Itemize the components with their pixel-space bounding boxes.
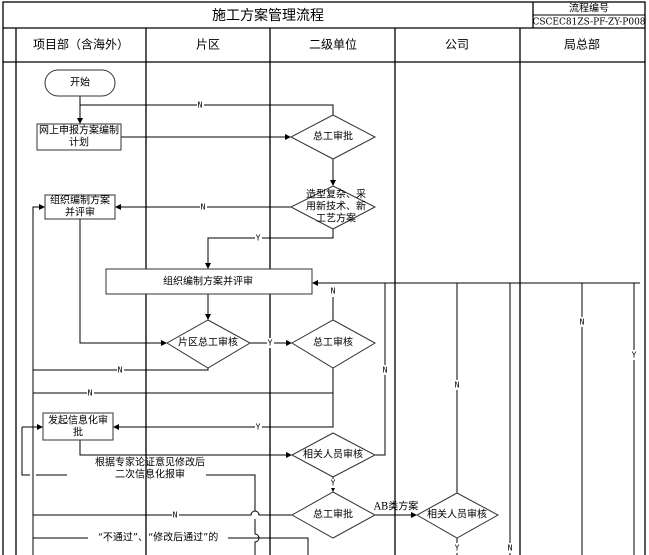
expert-revise-note-2: 二次信息化报审 bbox=[115, 468, 185, 481]
related-review-company-diamond: 相关人员审核 bbox=[415, 492, 500, 539]
expert-revise-note: 根据专家论证意见修改后 bbox=[95, 456, 205, 469]
svg-text:N: N bbox=[383, 366, 388, 375]
svg-text:N: N bbox=[118, 366, 123, 375]
chief-approve-diamond-1: 总工审批 bbox=[289, 114, 377, 160]
svg-text:网上申报方案编制: 网上申报方案编制 bbox=[39, 124, 119, 137]
svg-text:并评审: 并评审 bbox=[65, 206, 95, 219]
organize-review-main-box: 组织编制方案并评审 bbox=[105, 268, 313, 295]
svg-text:Y: Y bbox=[256, 234, 261, 243]
svg-text:Y: Y bbox=[268, 339, 273, 348]
svg-text:相关人员审核: 相关人员审核 bbox=[427, 508, 487, 521]
svg-text:工艺方案: 工艺方案 bbox=[316, 212, 356, 225]
svg-text:N: N bbox=[173, 511, 178, 520]
svg-text:N: N bbox=[201, 203, 206, 212]
svg-text:组织编制方案: 组织编制方案 bbox=[50, 194, 110, 207]
svg-text:Y: Y bbox=[256, 423, 261, 432]
lane-project: 项目部（含海外） bbox=[33, 37, 129, 52]
edge-labels: N N Y N Y N N Y N N Y N Y N N Y bbox=[87, 100, 638, 553]
start-info-approval-box: 发起信息化审 批 bbox=[42, 412, 114, 441]
code-label: 流程编号 bbox=[569, 2, 609, 15]
svg-text:N: N bbox=[198, 101, 203, 110]
not-pass-note: “不通过”、“修改后通过”的 bbox=[98, 531, 218, 544]
svg-text:Y: Y bbox=[632, 351, 637, 360]
lane-company: 公司 bbox=[445, 38, 469, 52]
svg-text:开始: 开始 bbox=[70, 76, 90, 89]
related-review-diamond-1: 相关人员审核 bbox=[290, 432, 377, 478]
ab-plan-label: AB类方案 bbox=[373, 500, 419, 513]
complex-check-diamond: 造型复杂、采 用新技术、新 工艺方案 bbox=[289, 185, 377, 230]
svg-text:N: N bbox=[88, 389, 93, 398]
chief-review-diamond: 总工审核 bbox=[291, 319, 377, 369]
svg-text:总工审批: 总工审批 bbox=[313, 508, 353, 521]
connectors bbox=[21, 96, 640, 555]
svg-text:N: N bbox=[580, 318, 585, 327]
svg-text:N: N bbox=[455, 381, 460, 390]
svg-text:计划: 计划 bbox=[69, 136, 89, 149]
svg-text:总工审批: 总工审批 bbox=[313, 130, 353, 143]
svg-text:批: 批 bbox=[73, 426, 83, 439]
svg-text:用新技术、新: 用新技术、新 bbox=[306, 200, 366, 213]
region-chief-review-diamond: 片区总工审核 bbox=[166, 319, 252, 369]
svg-text:Y: Y bbox=[331, 479, 336, 488]
svg-text:Y: Y bbox=[455, 544, 460, 553]
svg-text:组织编制方案并评审: 组织编制方案并评审 bbox=[163, 275, 253, 288]
organize-review-project-box: 组织编制方案 并评审 bbox=[44, 194, 116, 220]
start-node: 开始 bbox=[44, 69, 116, 97]
svg-text:造型复杂、采: 造型复杂、采 bbox=[306, 188, 366, 201]
svg-text:N: N bbox=[331, 287, 336, 296]
lane-secondary-unit: 二级单位 bbox=[309, 37, 357, 52]
svg-text:总工审核: 总工审核 bbox=[313, 336, 353, 349]
submit-plan-box: 网上申报方案编制 计划 bbox=[36, 123, 122, 151]
svg-text:发起信息化审: 发起信息化审 bbox=[48, 414, 108, 427]
chief-approve-diamond-2: 总工审批 bbox=[290, 491, 377, 539]
lane-region: 片区 bbox=[196, 38, 220, 52]
svg-text:片区总工审核: 片区总工审核 bbox=[178, 336, 238, 349]
svg-text:N: N bbox=[508, 544, 513, 553]
lane-bureau-hq: 局总部 bbox=[564, 37, 600, 52]
page-title: 施工方案管理流程 bbox=[212, 7, 324, 24]
svg-text:相关人员审核: 相关人员审核 bbox=[303, 448, 363, 461]
code-value: CSCEC81ZS-PF-ZY-P008 bbox=[532, 18, 645, 28]
